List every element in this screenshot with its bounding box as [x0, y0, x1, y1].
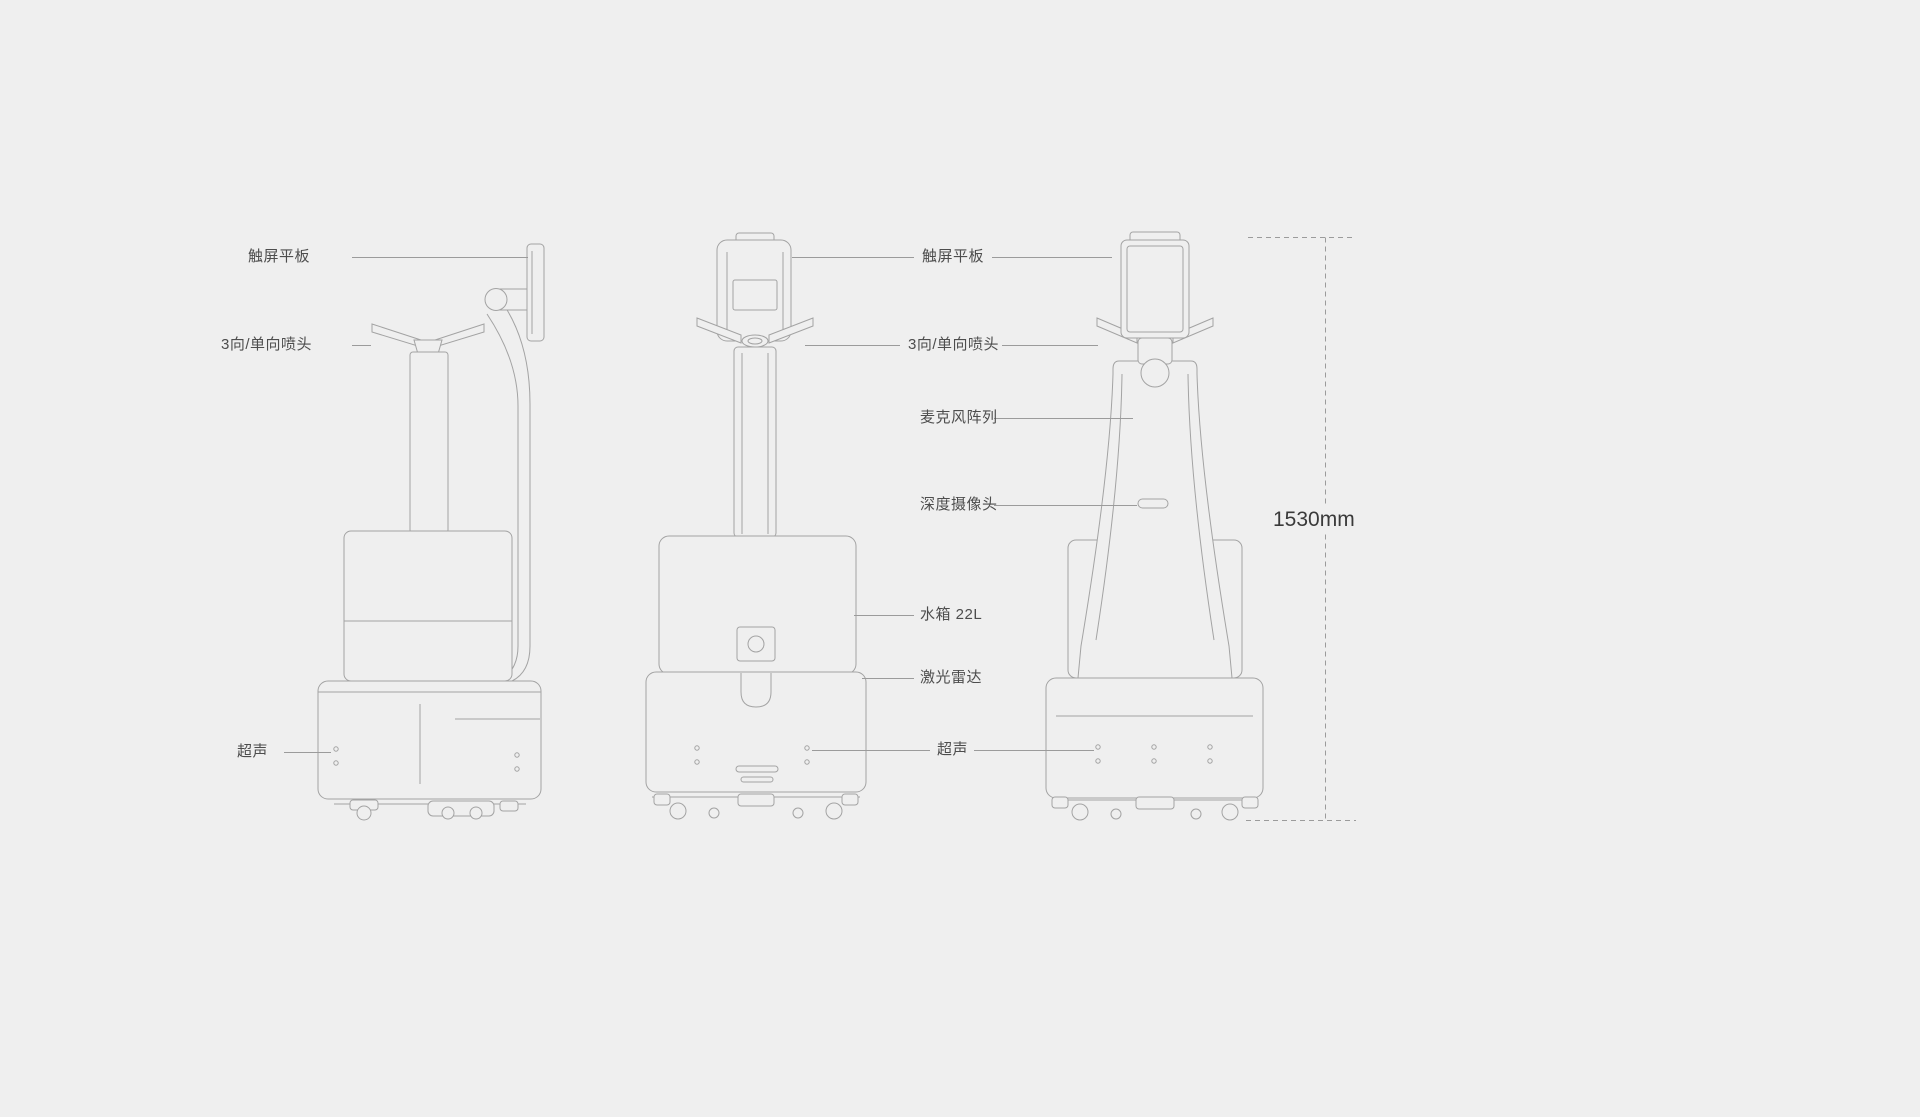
- dimension-height-label: 1530mm: [1268, 506, 1360, 534]
- base-vent-slot-1: [735, 765, 779, 773]
- base: [317, 680, 542, 800]
- neck-column: [733, 346, 777, 538]
- nozzle-wing-left: [696, 317, 742, 344]
- tower-seam-right: [1187, 373, 1215, 641]
- cable-conduit-outer: [503, 304, 531, 682]
- tablet-screen: [1126, 245, 1184, 333]
- base-vent-slot-2: [740, 776, 774, 783]
- label-water-tank: 水箱 22L: [920, 606, 983, 623]
- nozzle-wing-right: [434, 323, 485, 348]
- ultrasonic-sensors-front: [694, 745, 810, 765]
- nozzle-wing-right: [768, 317, 814, 344]
- nozzle-throat: [741, 334, 769, 348]
- base: [645, 671, 867, 793]
- tank: [343, 530, 513, 682]
- nozzle-throat-inner: [747, 337, 763, 345]
- label-depth-camera: 深度摄像头: [920, 496, 998, 513]
- robot-side-view: [317, 243, 545, 821]
- tower-body: [1077, 360, 1233, 679]
- robot-rear-view: [1045, 231, 1264, 821]
- label-ultrasonic-left: 超声: [236, 743, 268, 760]
- lidar-notch: [740, 673, 772, 708]
- tablet: [1120, 239, 1190, 339]
- arm-joint: [484, 288, 508, 311]
- label-nozzle-middle: 3向/单向喷头: [908, 336, 1000, 353]
- tablet-edge: [716, 239, 792, 342]
- base: [1045, 677, 1264, 799]
- ultrasonic-sensors-side: [333, 746, 520, 772]
- pump-port: [747, 635, 765, 653]
- label-touchscreen-left: 触屏平板: [247, 248, 310, 265]
- tablet-mount-bracket: [732, 279, 778, 311]
- label-lidar: 激光雷达: [920, 669, 983, 686]
- label-touchscreen-middle: 触屏平板: [922, 248, 985, 265]
- label-ultrasonic-middle: 超声: [937, 741, 969, 758]
- wheels-front: [652, 793, 860, 820]
- tilt-joint: [1140, 358, 1170, 388]
- depth-camera: [1137, 498, 1169, 509]
- neck-column: [409, 351, 449, 534]
- label-mic-array: 麦克风阵列: [920, 409, 998, 426]
- ultrasonic-sensors-rear: [1095, 744, 1213, 764]
- label-nozzle-left: 3向/单向喷头: [220, 336, 312, 353]
- robot-front-view: [645, 232, 867, 820]
- tablet: [526, 243, 545, 342]
- wheels-rear: [1051, 796, 1259, 821]
- pump-panel: [736, 626, 776, 662]
- leader-lines: [284, 257, 1137, 753]
- wheels-side: [334, 799, 526, 821]
- nozzle-wing-left: [371, 323, 422, 348]
- tower-seam-left: [1095, 373, 1123, 641]
